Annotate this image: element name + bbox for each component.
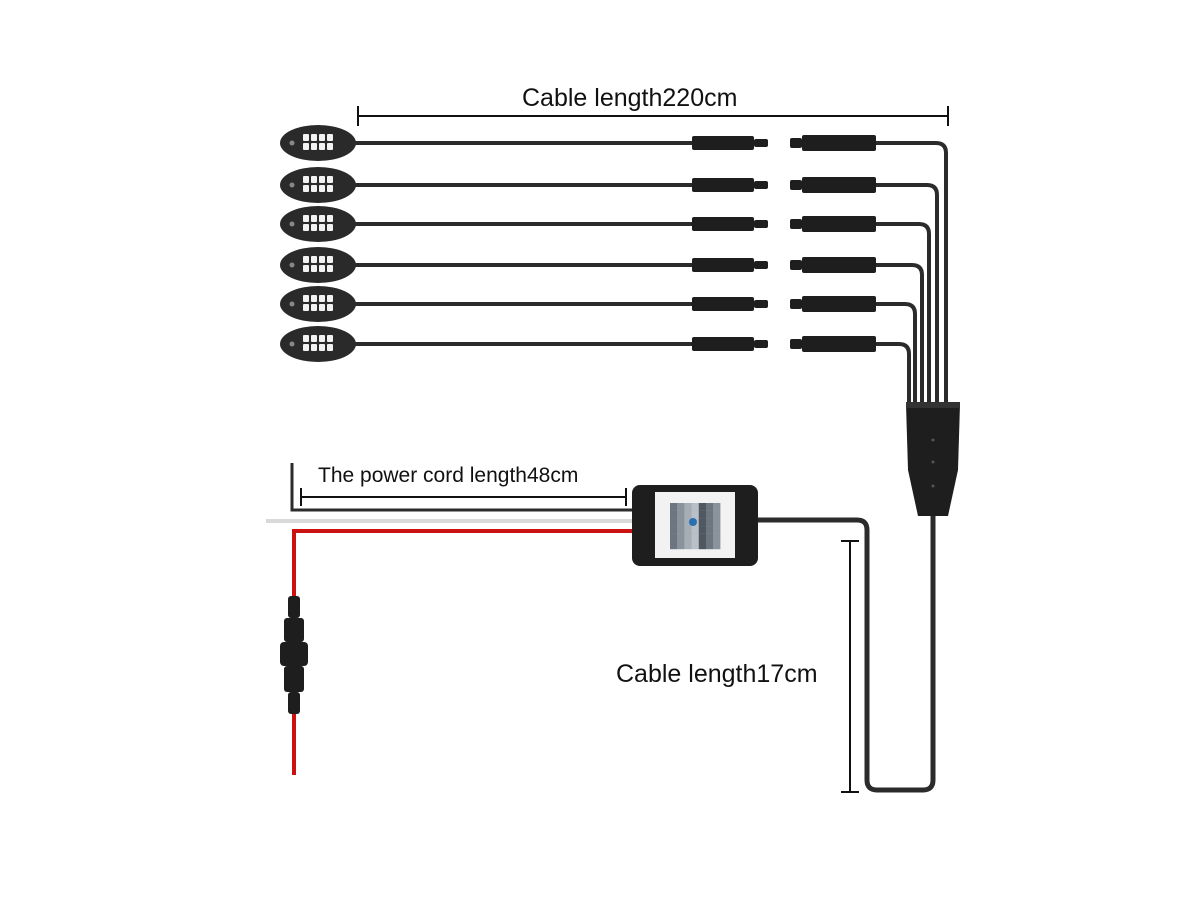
pod-cable (354, 216, 876, 232)
splitter-branch (876, 222, 931, 406)
cable-length-17-label: Cable length17cm (616, 660, 818, 688)
light-pod (280, 326, 356, 362)
power-cord-dimension (300, 488, 627, 506)
female-connector (790, 260, 802, 270)
cable-length-17-dimension (841, 540, 859, 793)
pod-cable (354, 177, 876, 193)
six-way-splitter (906, 402, 960, 516)
light-pod (280, 247, 356, 283)
male-connector (692, 258, 754, 272)
light-pods (280, 125, 356, 362)
male-connector (692, 178, 754, 192)
power-cord-length-label: The power cord length48cm (318, 464, 579, 487)
splitter-branch (876, 263, 924, 406)
male-connector (692, 217, 754, 231)
qr-code-pattern (670, 503, 721, 550)
splitter-branch (876, 141, 948, 406)
male-connector (692, 297, 754, 311)
pod-cable (354, 336, 876, 352)
male-connector (692, 136, 754, 150)
splitter-branch (876, 302, 917, 406)
light-pod (280, 167, 356, 203)
light-pod (280, 286, 356, 322)
female-connector (790, 219, 802, 229)
splitter-routes (876, 141, 948, 406)
splitter-output-cable (758, 516, 936, 793)
pod-cables (354, 135, 876, 352)
inline-fuse-holder (280, 596, 308, 714)
cable-length-220-label: Cable length220cm (522, 84, 738, 112)
female-connector (790, 299, 802, 309)
light-pod (280, 206, 356, 242)
pod-cable (354, 135, 876, 151)
splitter-branch (876, 342, 911, 406)
power-wires (266, 463, 632, 775)
female-connector (790, 180, 802, 190)
female-connector (790, 138, 802, 148)
pod-cable (354, 257, 876, 273)
female-connector (790, 339, 802, 349)
pod-cable (354, 296, 876, 312)
light-pod (280, 125, 356, 161)
cable-length-220-dimension (357, 106, 949, 126)
splitter-branch (876, 183, 939, 406)
male-connector (692, 337, 754, 351)
